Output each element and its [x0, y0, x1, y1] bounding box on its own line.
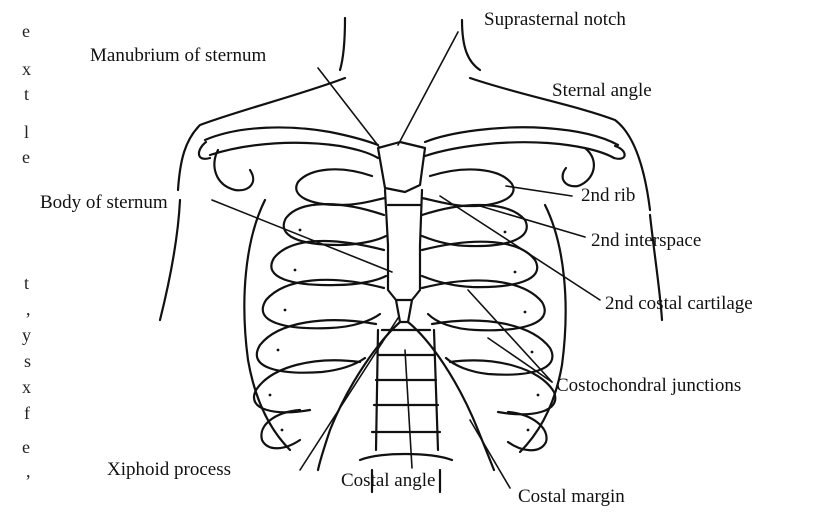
- margin-fragment: e: [22, 438, 30, 456]
- margin-fragment: x: [22, 378, 31, 396]
- label-sternal-angle: Sternal angle: [552, 81, 652, 100]
- right-ribs: [422, 169, 555, 450]
- margin-fragment: ,: [26, 300, 31, 318]
- leader-costal-margin: [470, 420, 510, 488]
- leader-xiphoid: [300, 318, 398, 470]
- leader-body-of-sternum: [212, 200, 392, 272]
- label-suprasternal-notch: Suprasternal notch: [484, 10, 626, 29]
- label-costochondral-junctions: Costochondral junctions: [556, 376, 741, 395]
- margin-fragment: y: [22, 326, 31, 344]
- label-xiphoid-process: Xiphoid process: [107, 460, 231, 479]
- left-ribs: [254, 169, 386, 448]
- margin-fragment: x: [22, 60, 31, 78]
- shoulder-left-outline: [178, 78, 345, 190]
- sternum-body: [385, 190, 422, 300]
- label-costal-angle: Costal angle: [341, 471, 435, 490]
- margin-fragment: e: [22, 22, 30, 40]
- leader-2nd-costal-cartilage: [440, 196, 600, 300]
- neck-left-outline: [340, 18, 345, 70]
- label-2nd-rib: 2nd rib: [581, 186, 635, 205]
- margin-fragment: s: [24, 352, 31, 370]
- margin-fragment: l: [24, 123, 29, 141]
- label-body-of-sternum: Body of sternum: [40, 193, 168, 212]
- neck-right-outline: [462, 20, 480, 70]
- margin-fragment: ,: [26, 462, 31, 480]
- right-shoulder-joint: [563, 148, 594, 186]
- label-2nd-costal-cartilage: 2nd costal cartilage: [605, 294, 753, 313]
- manubrium: [378, 142, 425, 192]
- leader-2nd-rib: [506, 186, 572, 196]
- margin-fragment: f: [24, 404, 30, 422]
- label-costal-margin: Costal margin: [518, 487, 625, 506]
- leader-costal-angle: [405, 350, 412, 468]
- costal-margin-right: [408, 322, 494, 470]
- label-manubrium-of-sternum: Manubrium of sternum: [90, 46, 266, 65]
- costal-margin-left: [318, 322, 400, 470]
- label-2nd-interspace: 2nd interspace: [591, 231, 701, 250]
- leader-suprasternal-notch: [398, 32, 458, 145]
- margin-fragment: t: [24, 85, 29, 103]
- margin-fragment: e: [22, 148, 30, 166]
- leader-costochondral-1: [468, 290, 552, 382]
- left-shoulder-joint: [214, 150, 253, 190]
- margin-fragment: t: [24, 274, 29, 292]
